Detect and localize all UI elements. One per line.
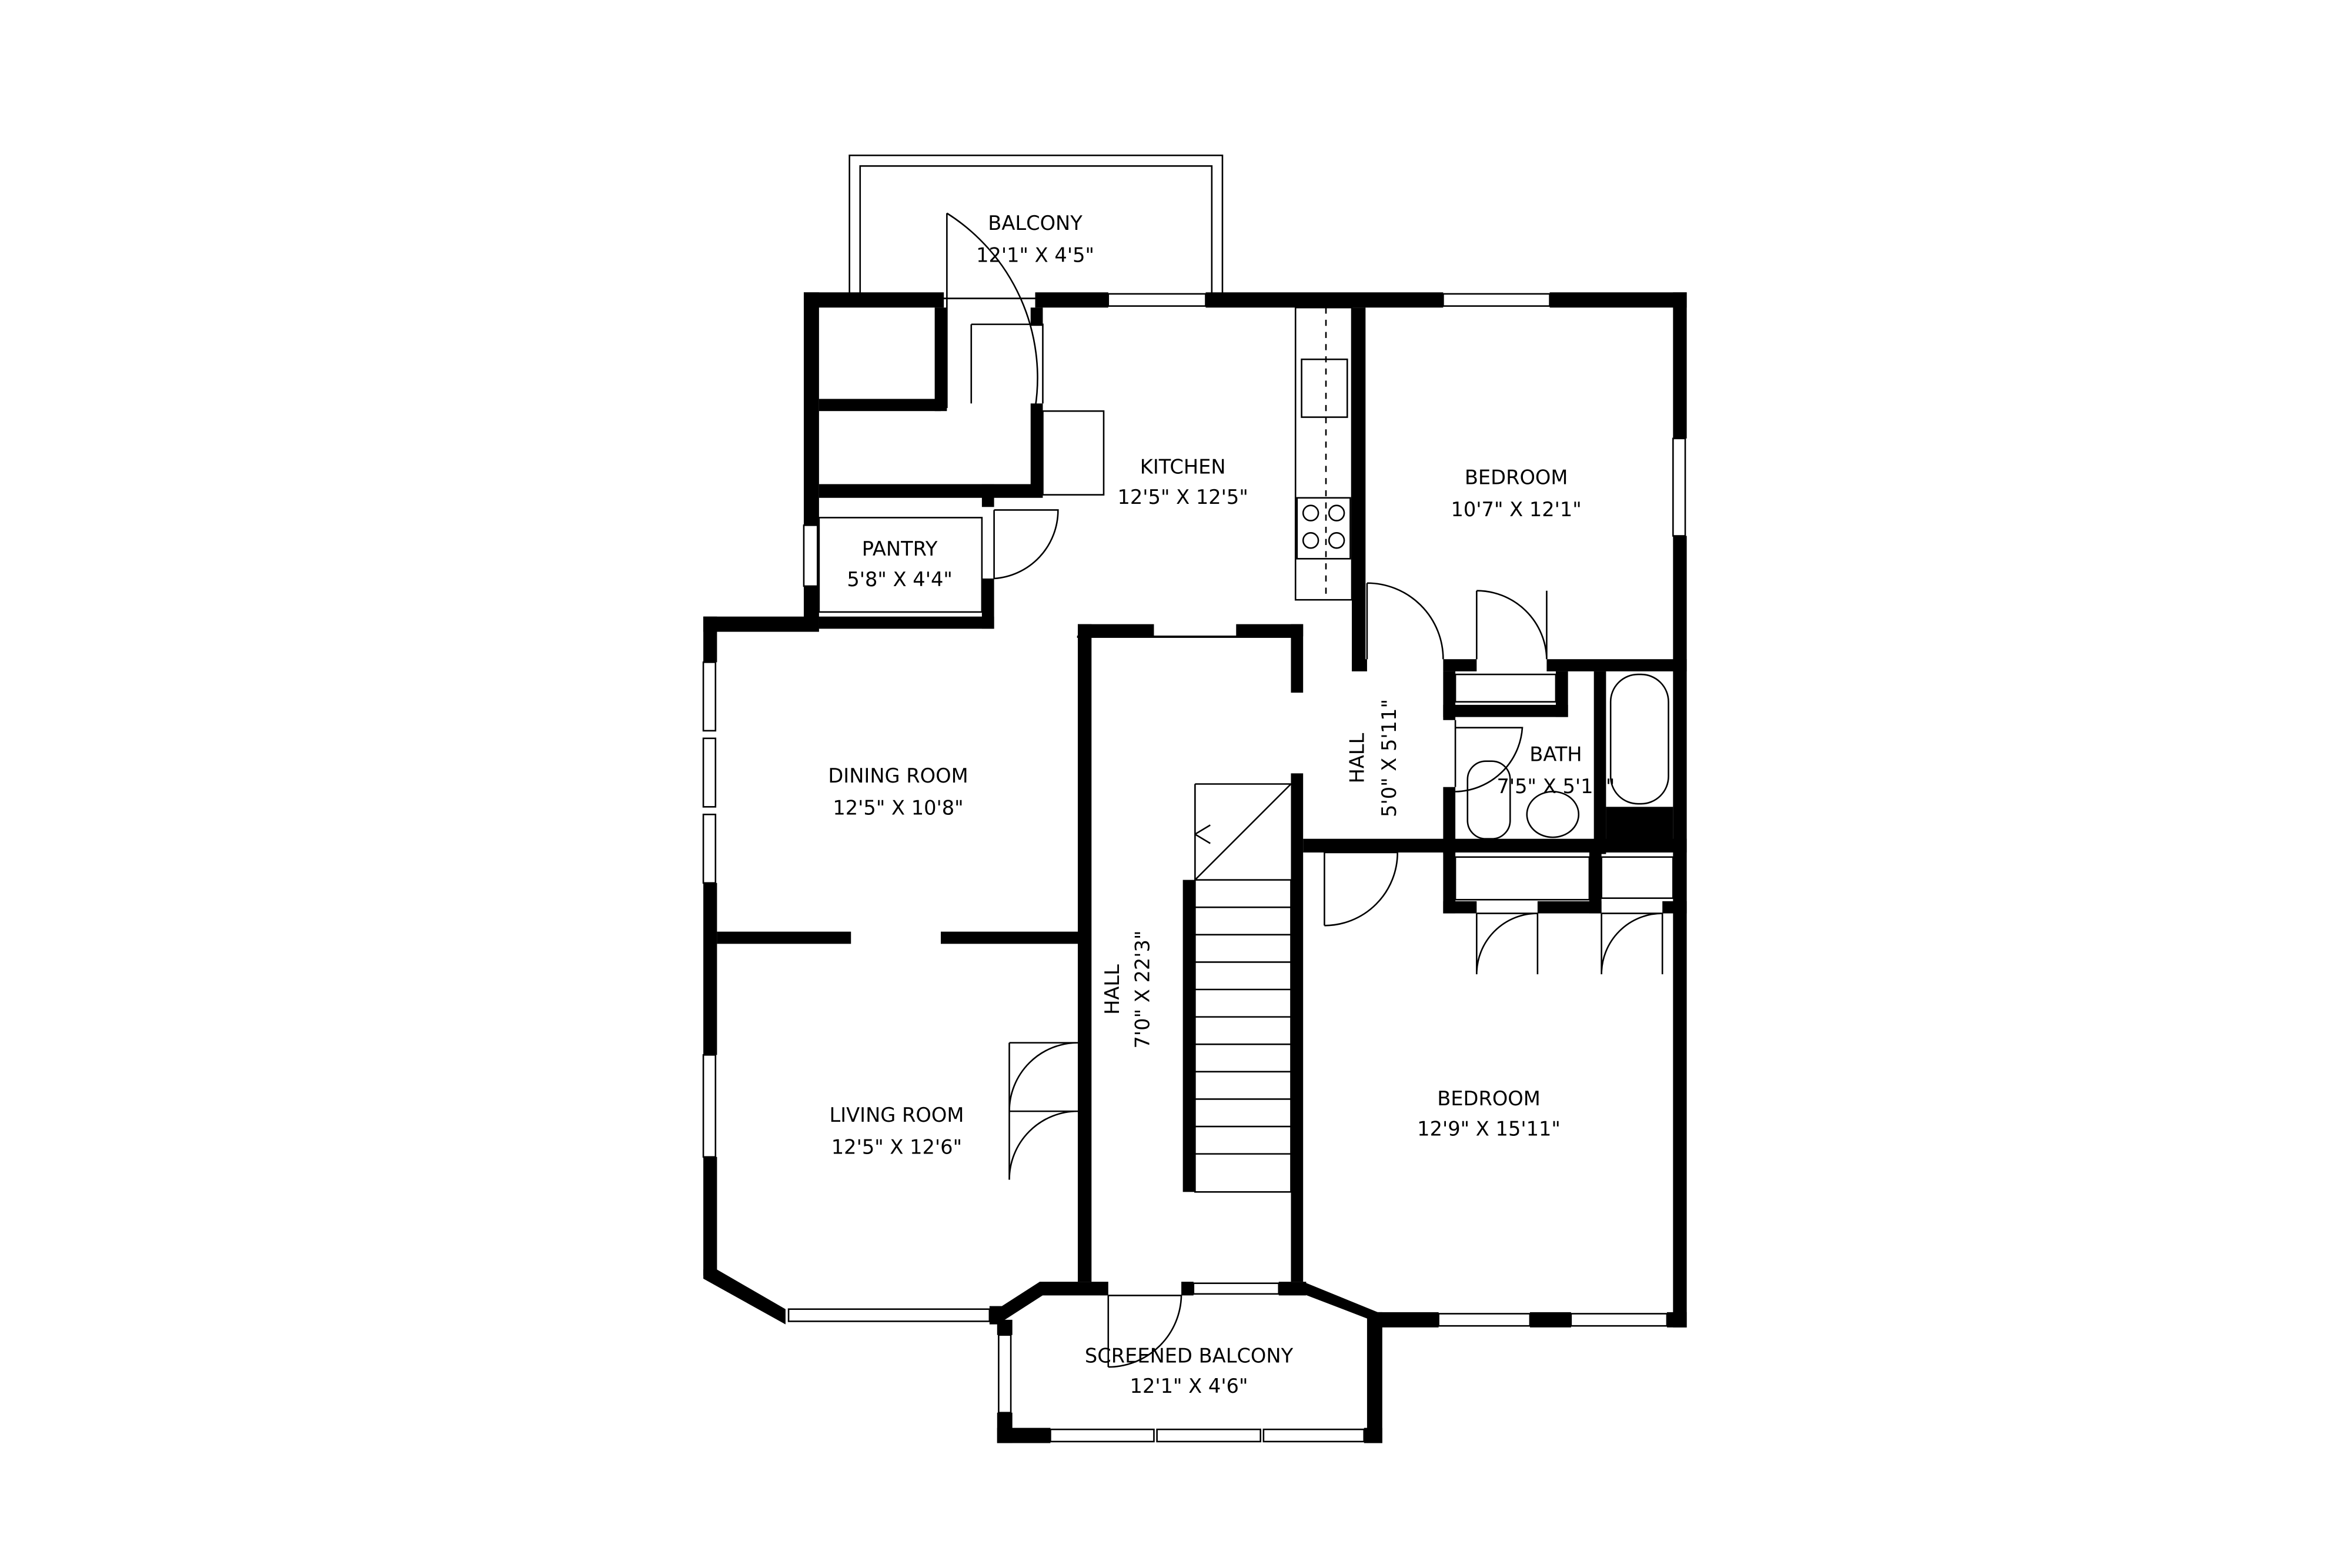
hall-main-name: HALL xyxy=(1101,964,1124,1015)
stairs xyxy=(1194,879,1292,1193)
bedroom-bottom-name: BEDROOM xyxy=(1437,1087,1541,1110)
hall-small-dims: 5'0" X 5'11" xyxy=(1378,699,1401,817)
balcony-name: BALCONY xyxy=(988,212,1083,235)
dining-dims: 12'5" X 10'8" xyxy=(833,796,963,819)
bedroom-top-name: BEDROOM xyxy=(1465,466,1568,489)
fixtures xyxy=(818,306,1674,1193)
kitchen-dims: 12'5" X 12'5" xyxy=(1118,486,1248,509)
room-labels: BALCONY 12'1" X 4'5" KITCHEN 12'5" X 12'… xyxy=(828,212,1615,1398)
hall-main-dims: 7'0" X 22'3" xyxy=(1131,931,1154,1049)
bedroom-top-dims: 10'7" X 12'1" xyxy=(1451,498,1581,521)
bath-name: BATH xyxy=(1529,743,1582,766)
dining-name: DINING ROOM xyxy=(828,764,968,787)
windows xyxy=(702,293,1686,1443)
living-name: LIVING ROOM xyxy=(829,1104,964,1126)
doors xyxy=(946,212,1663,1368)
bath-dims: 7'5" X 5'11" xyxy=(1497,775,1615,798)
bedroom-bottom-dims: 12'9" X 15'11" xyxy=(1417,1118,1561,1141)
hall-small-name: HALL xyxy=(1346,733,1369,783)
pantry-dims: 5'8" X 4'4" xyxy=(847,568,952,591)
living-dims: 12'5" X 12'6" xyxy=(831,1136,962,1159)
balcony-dims: 12'1" X 4'5" xyxy=(976,243,1094,266)
screened-balcony-dims: 12'1" X 4'6" xyxy=(1130,1375,1248,1398)
walls xyxy=(703,292,1687,1443)
screened-balcony-name: SCREENED BALCONY xyxy=(1085,1344,1294,1367)
kitchen-name: KITCHEN xyxy=(1140,455,1226,478)
pantry-name: PANTRY xyxy=(862,537,938,560)
